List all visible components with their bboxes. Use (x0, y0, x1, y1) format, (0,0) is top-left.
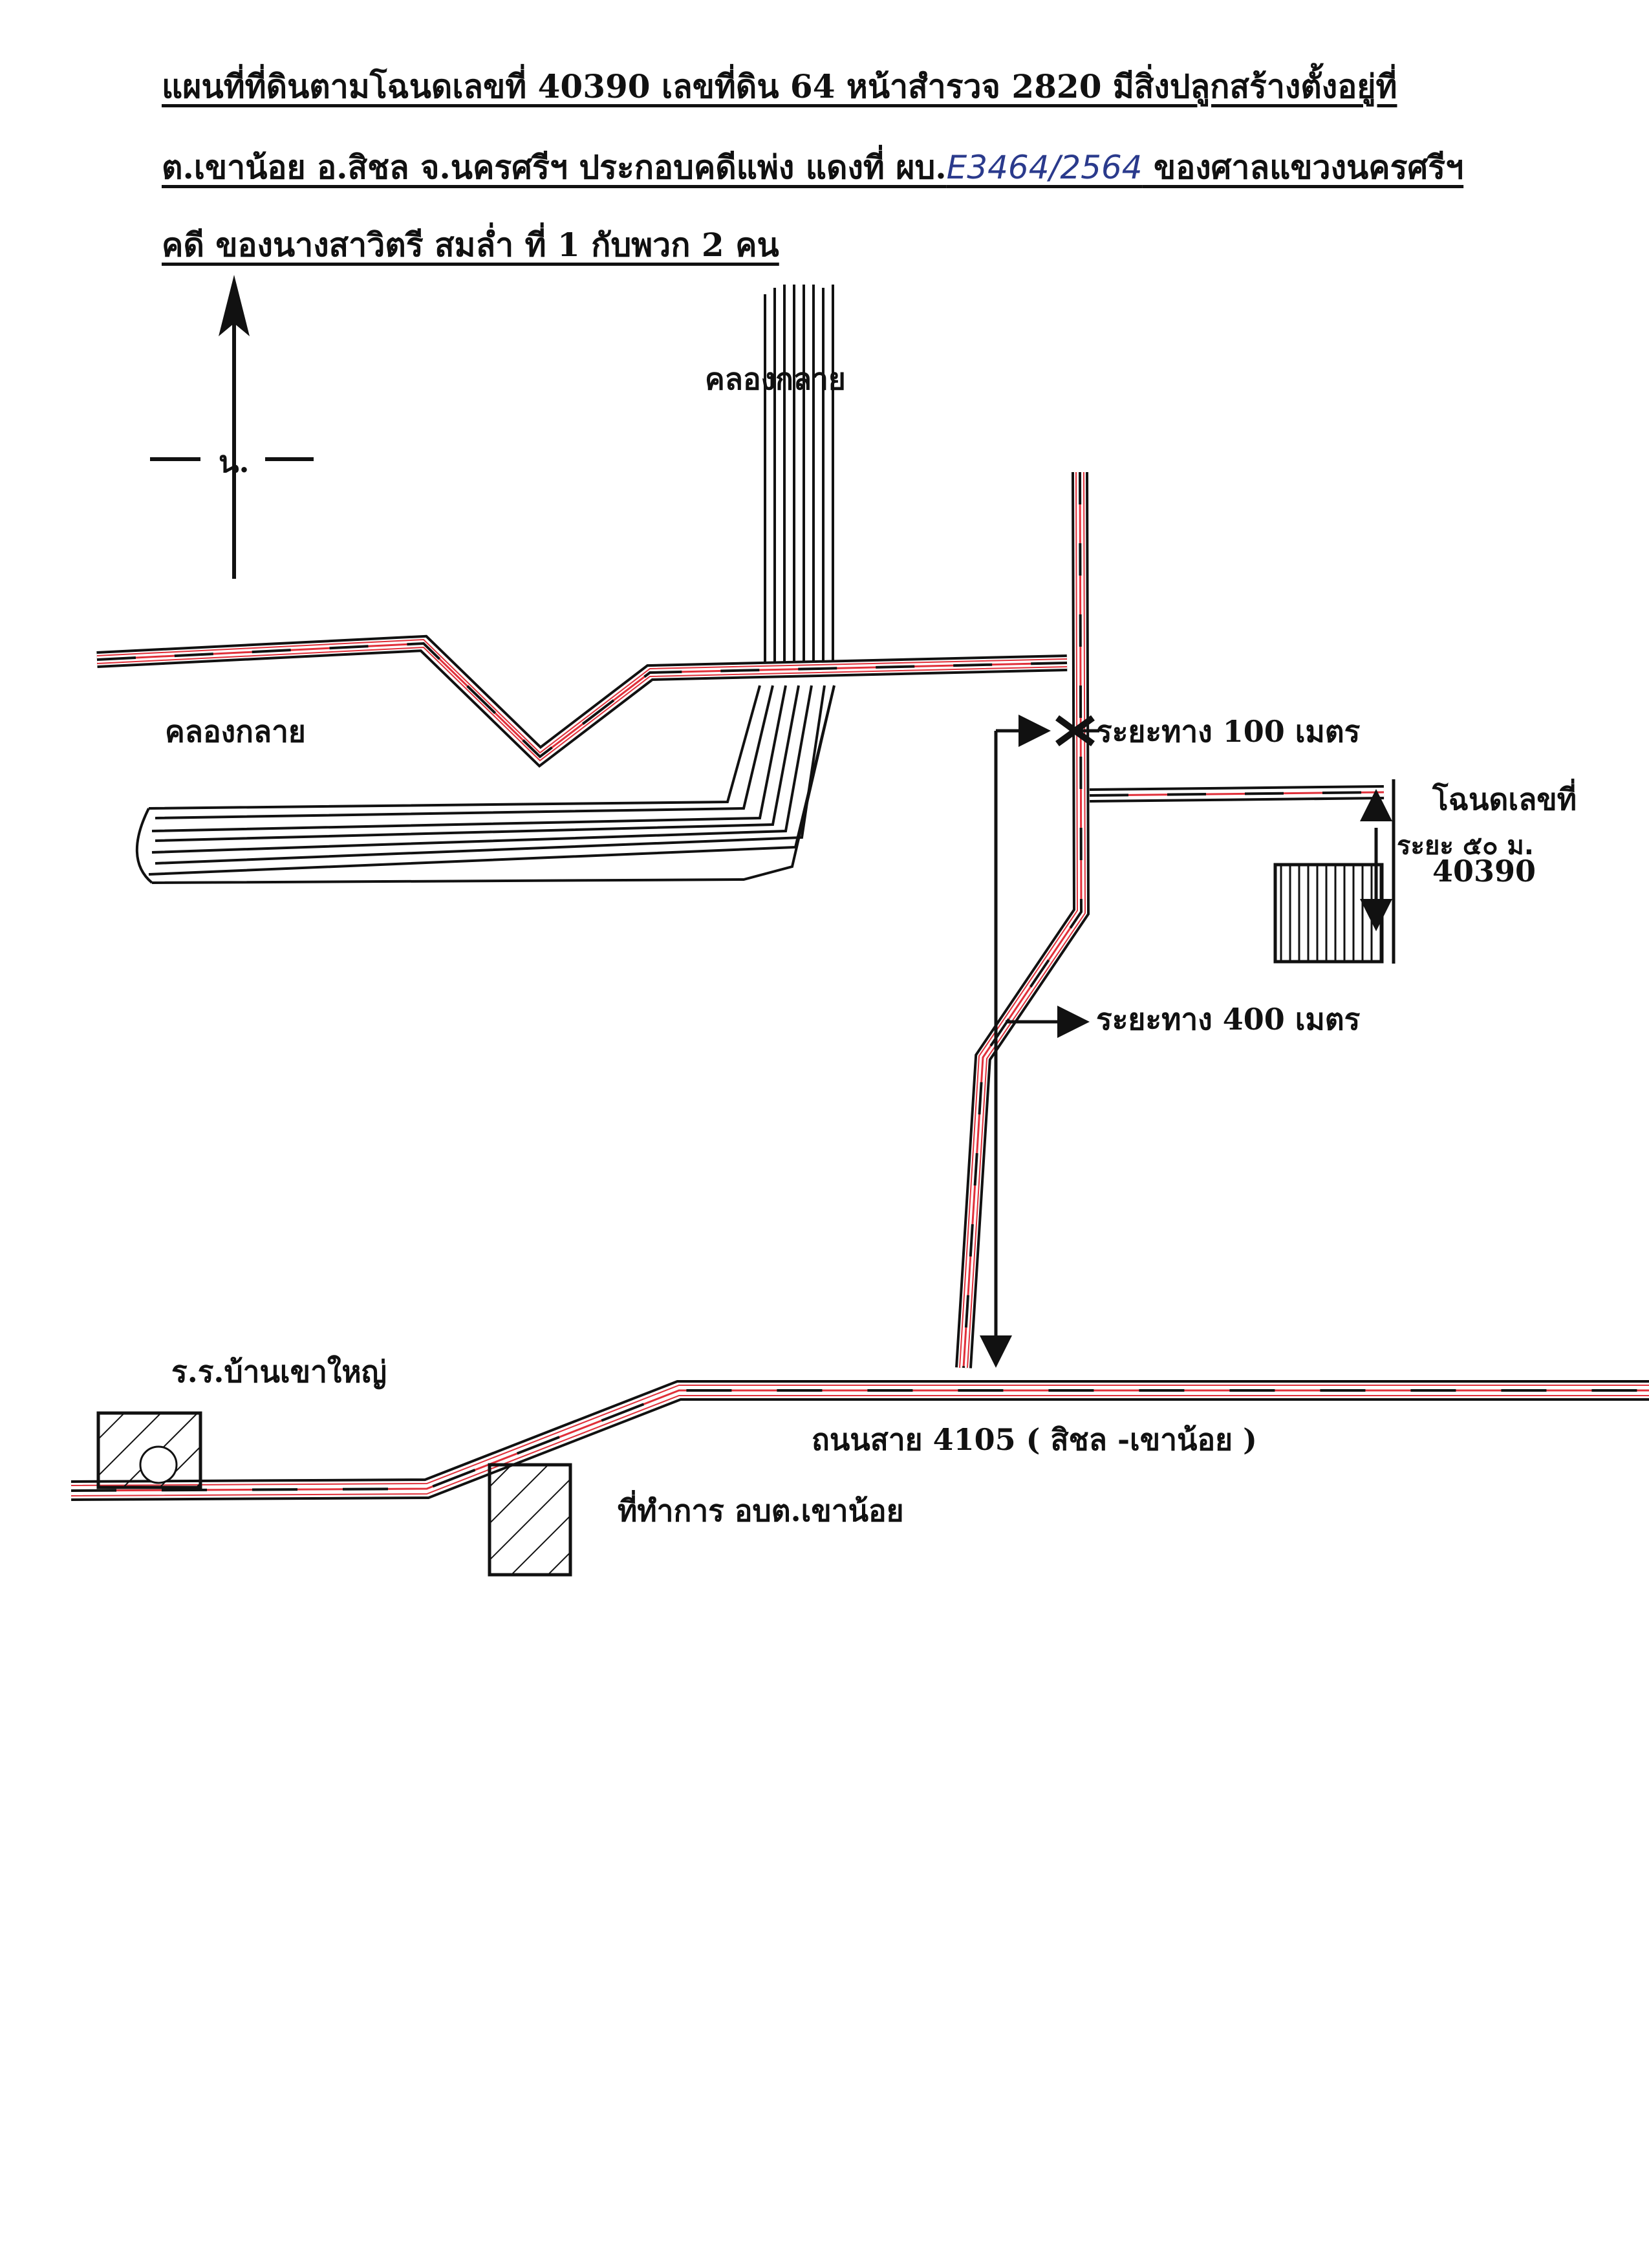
header-line-2-prefix: ต.เขาน้อย อ.สิชล จ.นครศรีฯ ประกอบคดีแพ่ง… (162, 148, 947, 186)
distance-400-label: ระยะทาง 400 เมตร (1096, 1002, 1361, 1037)
distance-50-label: ระยะ ๕๐ ม. (1397, 831, 1534, 861)
north-arrow-icon (150, 275, 314, 579)
canal-label-top: คลองกลาย (705, 362, 846, 396)
office-label: ที่ทำการ อบต.เขาน้อย (618, 1493, 904, 1528)
canal-upper (764, 285, 834, 673)
header-line-3: คดี ของนางสาวิตรี สมล่ำ ที่ 1 กับพวก 2 ค… (162, 226, 779, 264)
canal-label-left: คลองกลาย (165, 714, 306, 749)
deed-label: โฉนดเลขที่ (1432, 782, 1577, 817)
distance-100-label: ระยะทาง 100 เมตร (1096, 714, 1361, 749)
road-main-4105 (70, 1380, 1649, 1501)
deed-land-plot (1273, 863, 1384, 964)
road-branch (1089, 785, 1385, 803)
header-line-2-suffix: ของศาลแขวงนครศรีฯ (1142, 148, 1464, 186)
deed-number-label: 40390 (1432, 854, 1536, 889)
x-mark (1055, 715, 1095, 747)
road-connector (955, 471, 1090, 1368)
road-upper (96, 634, 1068, 768)
canal-lower (135, 685, 835, 884)
north-label: น. (219, 444, 250, 479)
school-label: ร.ร.บ้านเขาใหญ่ (171, 1354, 387, 1389)
case-number-handwritten: E3464/2564 (946, 149, 1143, 186)
header-line-2: ต.เขาน้อย อ.สิชล จ.นครศรีฯ ประกอบคดีแพ่ง… (162, 142, 1463, 193)
office-building (488, 1463, 572, 1577)
header-line-1: แผนที่ที่ดินตามโฉนดเลขที่ 40390 เลขที่ดิ… (162, 67, 1397, 105)
road-label: ถนนสาย 4105 ( สิชล -เขาน้อย ) (812, 1422, 1257, 1457)
